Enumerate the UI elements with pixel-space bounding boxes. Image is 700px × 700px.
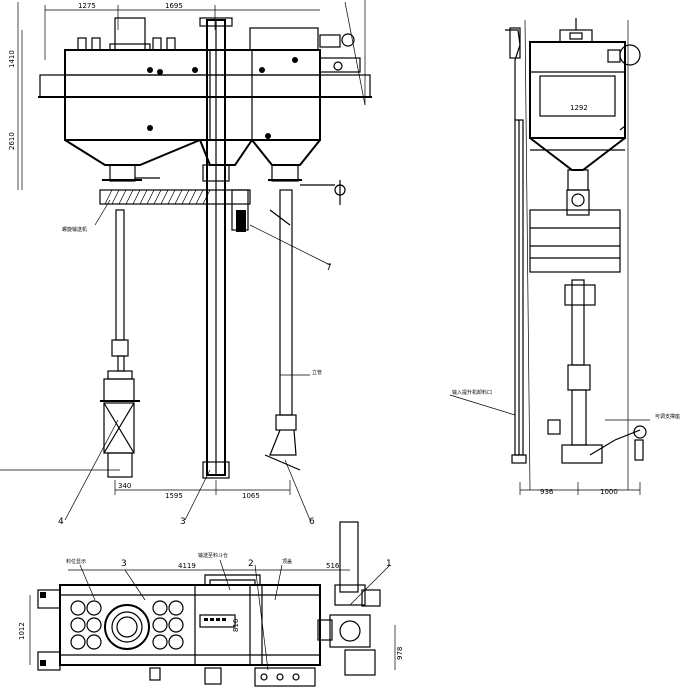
dim-bottom-a: 340: [118, 482, 131, 490]
dim-bottom-b: 1595: [165, 492, 183, 500]
callout-3: 3: [180, 517, 186, 527]
note-elevator-outlet: 输入提升机卸料口: [452, 389, 492, 396]
side-view: 1292 936: [449, 18, 680, 496]
dim-side-bottom-a: 936: [540, 488, 554, 496]
note-level: 料位显示: [66, 558, 86, 565]
dim-side-bottom-b: 1000: [600, 488, 618, 496]
note-feed: 输送至料斗仓: [198, 552, 228, 559]
dim-top-left: 1275: [78, 2, 96, 10]
note-cover: 顶盖: [282, 558, 292, 565]
plan-callout-2: 2: [248, 559, 254, 569]
dim-left-upper: 1410: [8, 50, 16, 68]
note-riser: 立管: [312, 369, 322, 376]
dim-plan-top-right: 516: [326, 562, 340, 570]
note-adjustable-support: 可调支撑座: [655, 413, 680, 420]
filter-grid-left: [70, 600, 184, 650]
plan-view: 4119 516 1012 816: [18, 521, 404, 687]
note-screw-conveyor: 螺旋输送机: [62, 226, 87, 233]
front-view: 1275 1695 1410 2610: [0, 0, 372, 527]
callout-6: 6: [309, 517, 315, 527]
dim-left-lower: 2610: [8, 132, 16, 150]
dim-bottom-c: 1065: [242, 492, 260, 500]
dim-plan-left: 1012: [18, 622, 26, 640]
callout-7: 7: [326, 263, 332, 273]
dim-side-hopper: 1292: [570, 104, 588, 112]
dim-top-right: 1695: [165, 2, 183, 10]
dim-plan-inner: 816: [232, 618, 240, 632]
dim-plan-top: 4119: [178, 562, 196, 570]
callout-4: 4: [58, 517, 64, 527]
dim-plan-right: 978: [396, 647, 404, 660]
plan-callout-3: 3: [121, 559, 127, 569]
plan-callout-1: 1: [386, 559, 392, 569]
